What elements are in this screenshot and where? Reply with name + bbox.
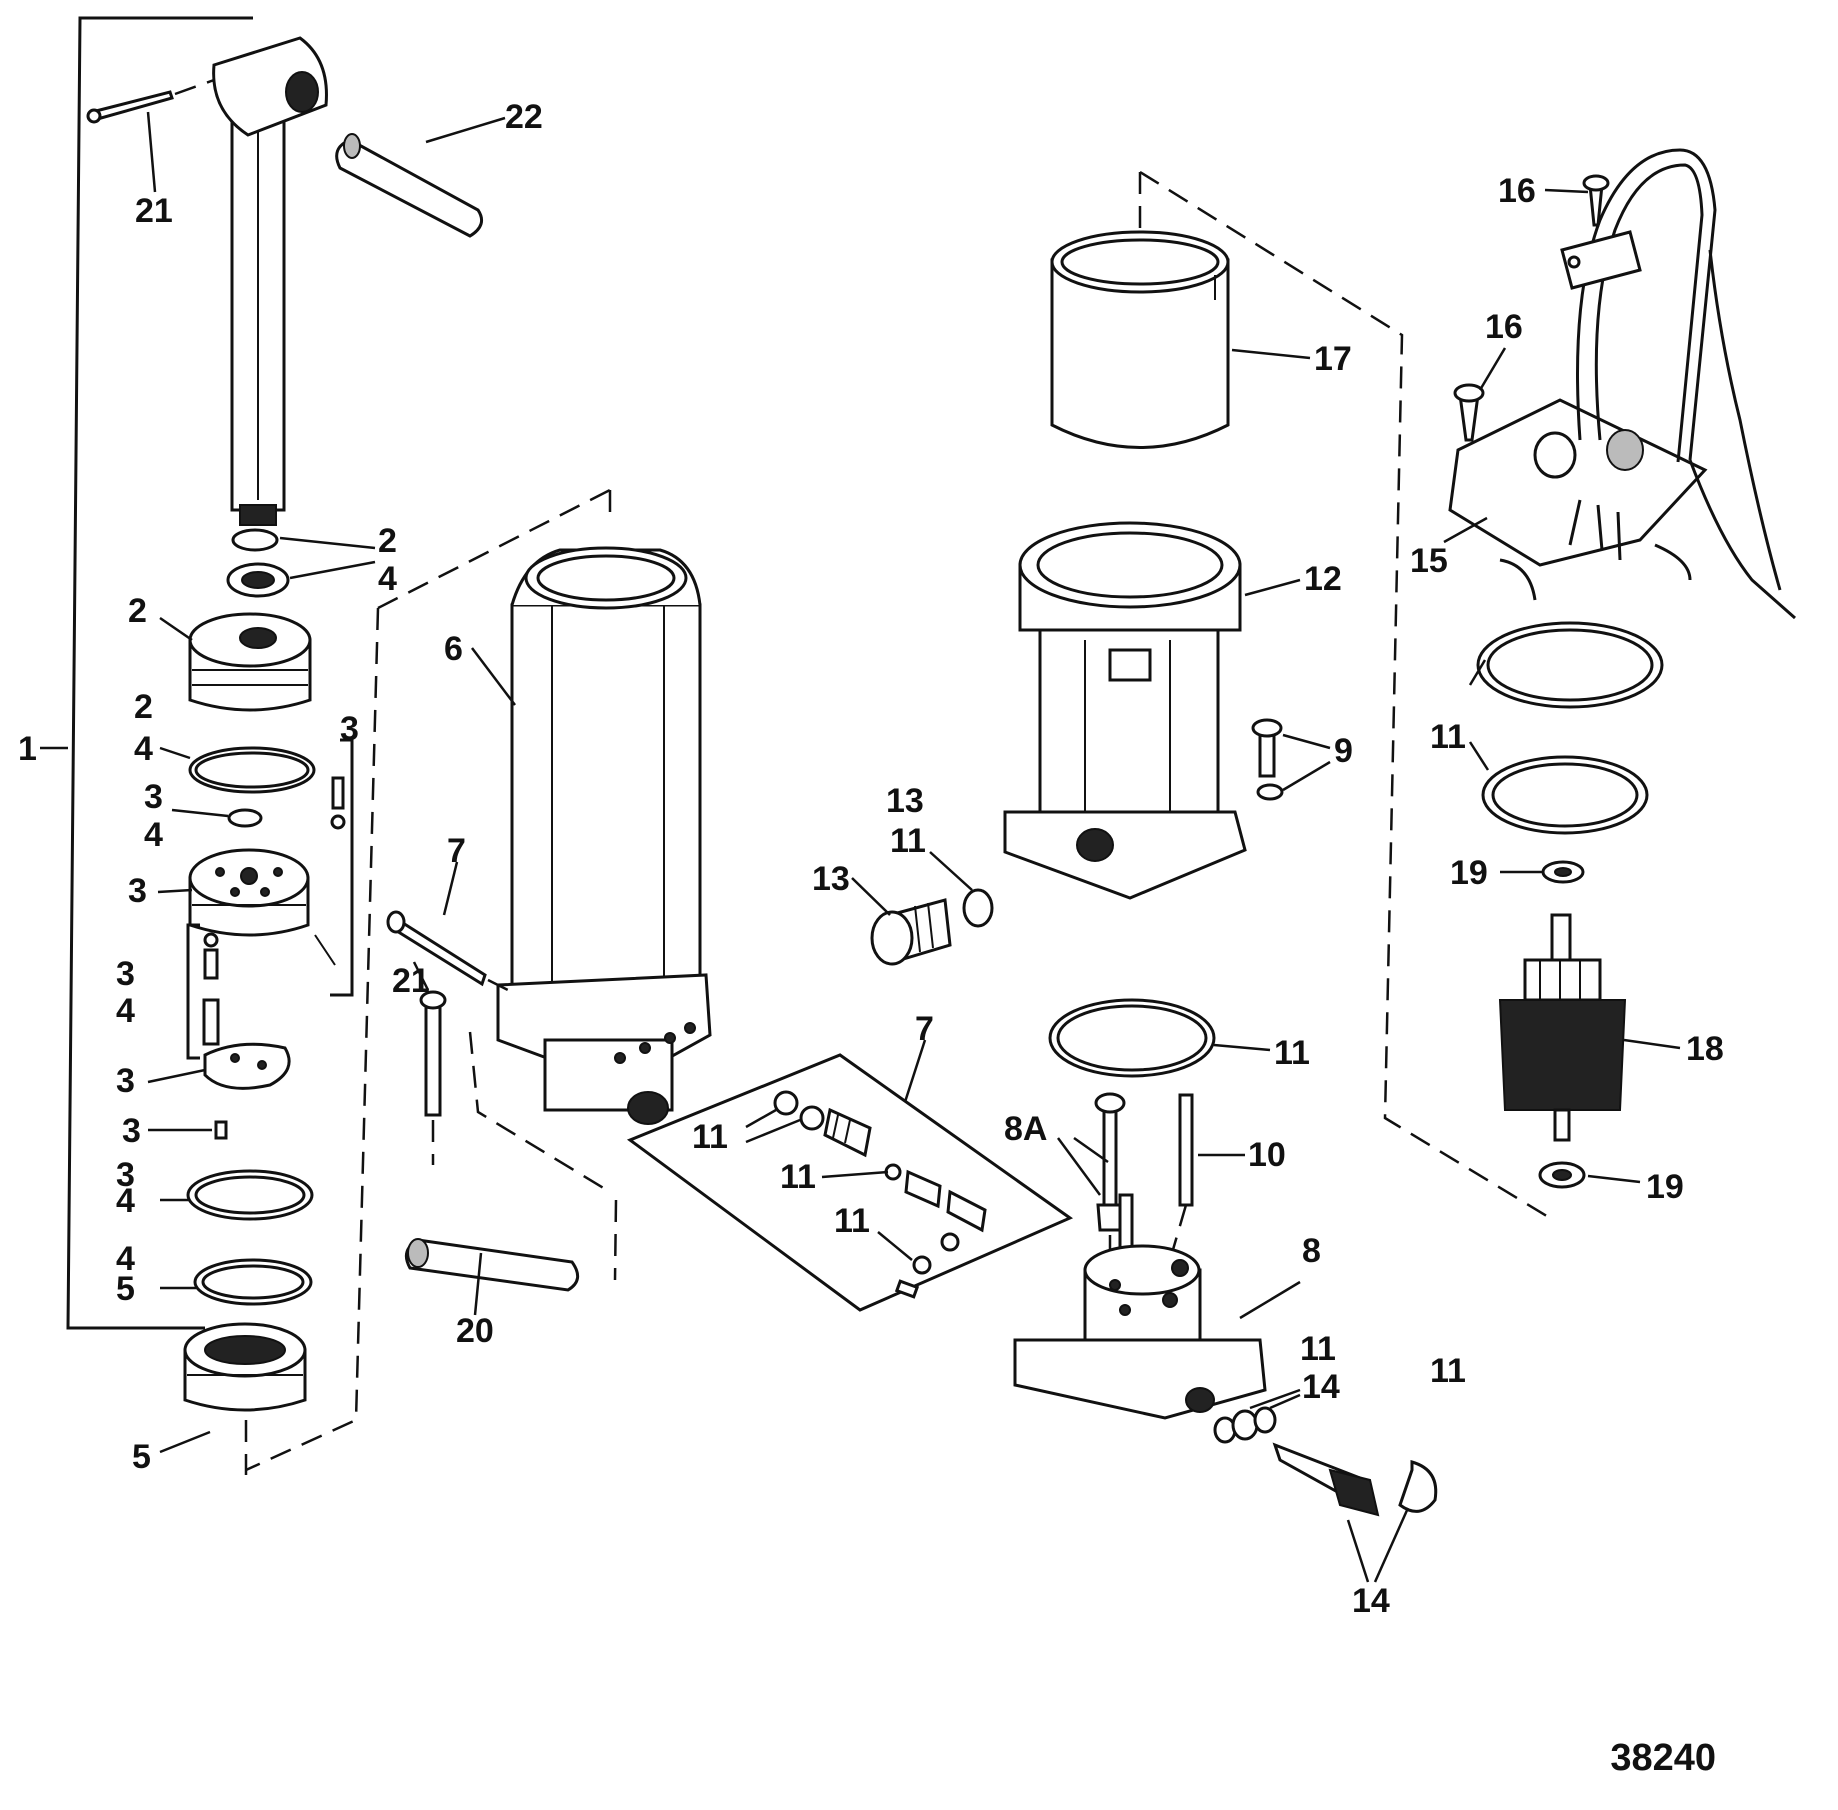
callout-19: 19	[1450, 854, 1488, 892]
callout-4: 4	[116, 992, 135, 1030]
callout-8: 8	[1302, 1232, 1321, 1270]
catalog-number: 38240	[1610, 1737, 1716, 1779]
dashed-group-outline-left	[245, 607, 380, 1472]
callout-3: 3	[128, 872, 147, 910]
callout-11: 11	[1430, 1352, 1466, 1390]
callout-10: 10	[1248, 1136, 1286, 1174]
callout-18: 18	[1686, 1030, 1724, 1068]
callout-4: 4	[134, 730, 153, 768]
seals-item-11-14	[1213, 1388, 1301, 1444]
o-rings-item-2-4	[226, 528, 376, 598]
cylinder-item-6	[471, 546, 712, 1125]
dashed-group-outline-center	[468, 490, 618, 1281]
callout-22: 22	[505, 98, 543, 136]
callout-11: 11	[1300, 1330, 1336, 1368]
callout-1: 1	[18, 730, 37, 768]
motor-housing-item-12	[1003, 521, 1301, 900]
callout-3: 3	[144, 778, 163, 816]
end-cap-item-15	[1443, 398, 1708, 601]
callout-2: 2	[128, 592, 147, 630]
wire-harness	[1560, 148, 1796, 620]
valve-stem-item-14	[1272, 1442, 1438, 1583]
cap-item-2	[159, 612, 312, 712]
callout-3: 3	[116, 955, 135, 993]
callout-3: 3	[122, 1112, 141, 1150]
bolt-item-7	[386, 861, 509, 992]
callout-5: 5	[116, 1270, 135, 1308]
callout-17: 17	[1314, 340, 1352, 378]
callout-14: 14	[1302, 1368, 1340, 1406]
callout-4: 4	[116, 1240, 135, 1278]
callout-3: 3	[116, 1156, 135, 1194]
callout-13: 13	[886, 782, 924, 820]
plate-item-3	[147, 1042, 291, 1090]
callout-16: 16	[1498, 172, 1536, 210]
callout-8A: 8A	[1004, 1110, 1047, 1148]
washer-item-19-top	[1500, 860, 1585, 884]
callout-14: 14	[1352, 1582, 1390, 1620]
screw-item-3	[148, 1120, 228, 1140]
callout-16: 16	[1485, 308, 1523, 346]
callout-2: 2	[378, 522, 397, 560]
callout-11: 11	[1430, 718, 1466, 756]
ring-item-3-4	[160, 1169, 314, 1221]
small-seal-item-3-4	[171, 808, 263, 828]
bracket-item-1	[40, 16, 253, 1330]
callout-13: 13	[812, 860, 850, 898]
pin-item-20	[404, 1238, 580, 1316]
callout-7: 7	[447, 832, 466, 870]
pin-item-21-center	[412, 961, 447, 1165]
o-rings-item-11-right	[1468, 621, 1664, 835]
callout-labels: 1 2 2 2 4 4 4 4 4 4 3 3 3 3 3 3 3 5 5 6 …	[18, 98, 1724, 1620]
callout-11: 11	[1274, 1034, 1310, 1072]
callout-20: 20	[456, 1312, 494, 1350]
callout-4: 4	[116, 1182, 135, 1220]
callout-2: 2	[134, 688, 153, 726]
callout-4: 4	[378, 560, 397, 598]
piston-item-3	[157, 848, 310, 937]
bolt-washer-item-9	[1251, 718, 1331, 801]
pump-handle-shaft	[212, 36, 328, 526]
callout-19: 19	[1646, 1168, 1684, 1206]
ring-item-4-5	[160, 1258, 313, 1306]
callout-12: 12	[1304, 560, 1342, 598]
pin-item-21-top	[86, 78, 215, 193]
callout-11: 11	[890, 822, 926, 860]
dowel-item-10	[1168, 1093, 1245, 1261]
screw-item-16-side	[1453, 347, 1507, 442]
callout-11: 11	[834, 1202, 870, 1240]
o-ring-item-11-center	[1048, 998, 1271, 1078]
callout-3: 3	[116, 1062, 135, 1100]
sleeve-item-17	[1050, 230, 1311, 449]
callout-7: 7	[915, 1010, 934, 1048]
washer-item-19-bottom	[1538, 1161, 1641, 1189]
pump-base-item-8	[1013, 1244, 1301, 1420]
callout-21: 21	[392, 962, 430, 1000]
retainer-item-5	[159, 1322, 307, 1454]
armature-item-18	[1498, 913, 1681, 1142]
pin-item-22	[335, 116, 506, 238]
callout-3: 3	[340, 710, 359, 748]
dashed-group-outline-right	[1139, 170, 1551, 1220]
callout-6: 6	[444, 630, 463, 668]
ring-item-2-4	[159, 746, 316, 794]
plug-item-13	[851, 851, 994, 966]
callout-21: 21	[135, 192, 173, 230]
callout-5: 5	[132, 1438, 151, 1476]
callout-11: 11	[692, 1118, 728, 1156]
callout-15: 15	[1410, 542, 1448, 580]
callout-11: 11	[780, 1158, 816, 1196]
callout-4: 4	[144, 816, 163, 854]
check-valve-parts-item-3	[186, 738, 354, 1060]
screw-item-16-top	[1544, 174, 1610, 227]
valve-kit-item-7	[626, 1039, 1074, 1312]
callout-9: 9	[1334, 732, 1353, 770]
bolt-item-8A	[1056, 1092, 1134, 1270]
